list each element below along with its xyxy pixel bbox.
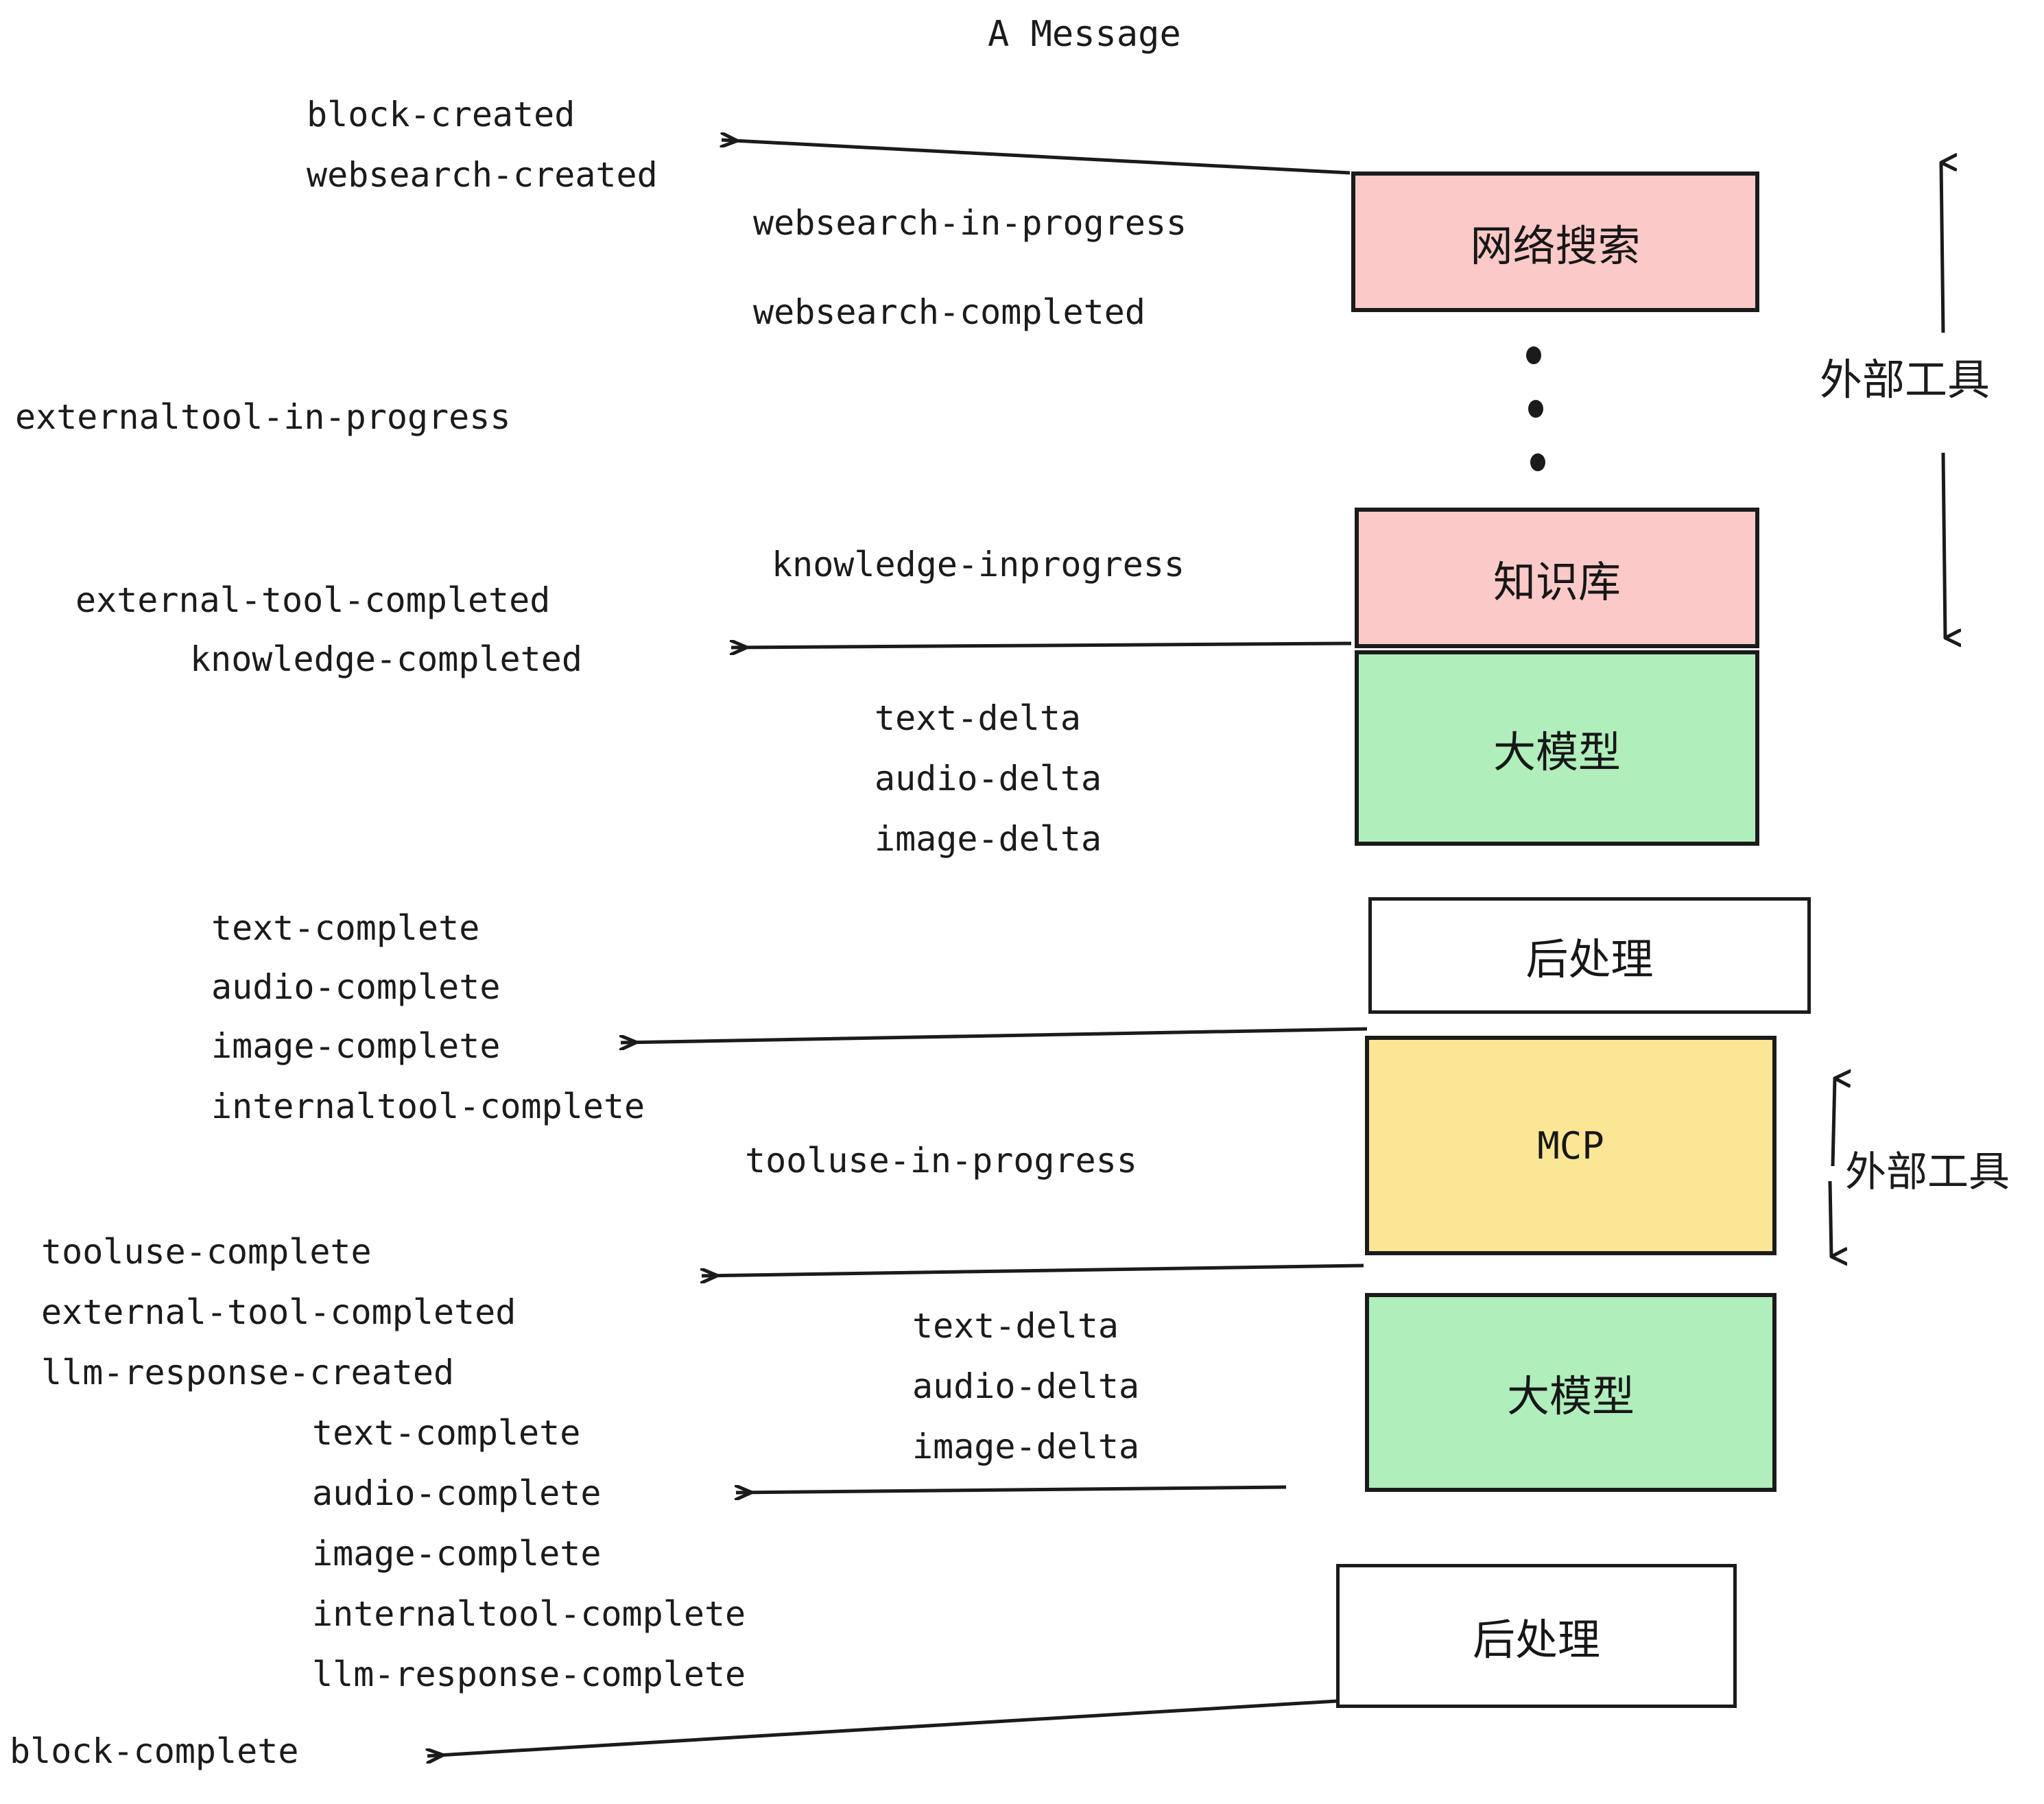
- event-internaltool-complete-2: internaltool-complete: [312, 1594, 746, 1634]
- event-image-complete-2: image-complete: [312, 1534, 602, 1574]
- box-websearch-label: 网络搜索: [1470, 220, 1641, 271]
- annotation-external-tools-top: 外部工具: [1820, 355, 1990, 405]
- event-text-delta-1: text-delta: [875, 698, 1082, 738]
- arrow-external-tools-bottom-up: [1831, 1078, 1835, 1167]
- box-mcp[interactable]: MCP: [1365, 1036, 1776, 1255]
- arrow-postprocess-to-image-complete: [621, 1027, 1368, 1043]
- arrow-external-tools-top-up: [1941, 163, 1943, 333]
- box-mcp-label: MCP: [1537, 1124, 1604, 1167]
- event-external-tool-completed-2: external-tool-completed: [41, 1292, 516, 1332]
- ellipsis-dot-1: [1526, 346, 1541, 364]
- event-text-complete-2: text-complete: [312, 1413, 581, 1453]
- event-block-created: block-created: [307, 95, 575, 134]
- box-llm-bottom[interactable]: 大模型: [1365, 1293, 1776, 1492]
- event-text-complete-1: text-complete: [211, 908, 480, 948]
- event-audio-complete-2: audio-complete: [312, 1473, 602, 1513]
- arrow-llm-to-audio-complete: [736, 1487, 1287, 1493]
- box-websearch[interactable]: 网络搜索: [1351, 171, 1759, 312]
- box-postprocess-bottom-label: 后处理: [1472, 1615, 1600, 1665]
- arrow-websearch-to-block-created: [722, 140, 1351, 175]
- event-knowledge-inprogress: knowledge-inprogress: [772, 545, 1185, 584]
- event-text-delta-2: text-delta: [912, 1306, 1119, 1346]
- box-postprocess-top-label: 后处理: [1525, 934, 1654, 984]
- box-postprocess-bottom[interactable]: 后处理: [1336, 1564, 1737, 1708]
- event-audio-delta-1: audio-delta: [875, 759, 1102, 798]
- event-externaltool-in-progress: externaltool-in-progress: [15, 397, 511, 437]
- event-internaltool-complete-1: internaltool-complete: [211, 1087, 645, 1126]
- event-tooluse-in-progress: tooluse-in-progress: [745, 1141, 1137, 1180]
- arrow-external-tools-top-down: [1941, 452, 1945, 638]
- box-knowledge[interactable]: 知识库: [1355, 508, 1759, 648]
- box-postprocess-top[interactable]: 后处理: [1368, 897, 1811, 1014]
- ellipsis-dot-3: [1530, 453, 1545, 471]
- event-block-complete: block-complete: [10, 1731, 299, 1771]
- event-image-delta-1: image-delta: [875, 819, 1102, 859]
- ellipsis-dot-2: [1528, 400, 1543, 418]
- box-knowledge-label: 知识库: [1493, 556, 1621, 607]
- box-llm-bottom-label: 大模型: [1506, 1371, 1635, 1421]
- page-title: A Message: [988, 14, 1181, 55]
- event-llm-response-created: llm-response-created: [41, 1353, 455, 1392]
- event-knowledge-completed: knowledge-completed: [190, 639, 582, 679]
- event-tooluse-complete: tooluse-complete: [41, 1232, 372, 1272]
- arrow-knowledge-to-knowledge-completed: [731, 643, 1352, 648]
- event-audio-delta-2: audio-delta: [912, 1366, 1140, 1406]
- event-audio-complete-1: audio-complete: [211, 967, 501, 1007]
- box-llm-top-label: 大模型: [1493, 726, 1621, 777]
- event-image-delta-2: image-delta: [912, 1427, 1140, 1467]
- arrow-postprocess-to-block-complete: [427, 1699, 1337, 1756]
- box-llm-top[interactable]: 大模型: [1355, 650, 1759, 846]
- event-websearch-created: websearch-created: [307, 155, 658, 195]
- annotation-external-tools-bottom: 外部工具: [1845, 1148, 2010, 1196]
- event-llm-response-complete: llm-response-complete: [312, 1654, 746, 1694]
- arrow-mcp-to-tooluse-complete: [702, 1263, 1364, 1276]
- event-websearch-in-progress: websearch-in-progress: [753, 203, 1187, 243]
- arrow-external-tools-bottom-down: [1828, 1180, 1831, 1257]
- event-external-tool-completed-1: external-tool-completed: [75, 580, 551, 620]
- event-websearch-completed: websearch-completed: [753, 292, 1145, 332]
- event-image-complete-1: image-complete: [211, 1026, 501, 1066]
